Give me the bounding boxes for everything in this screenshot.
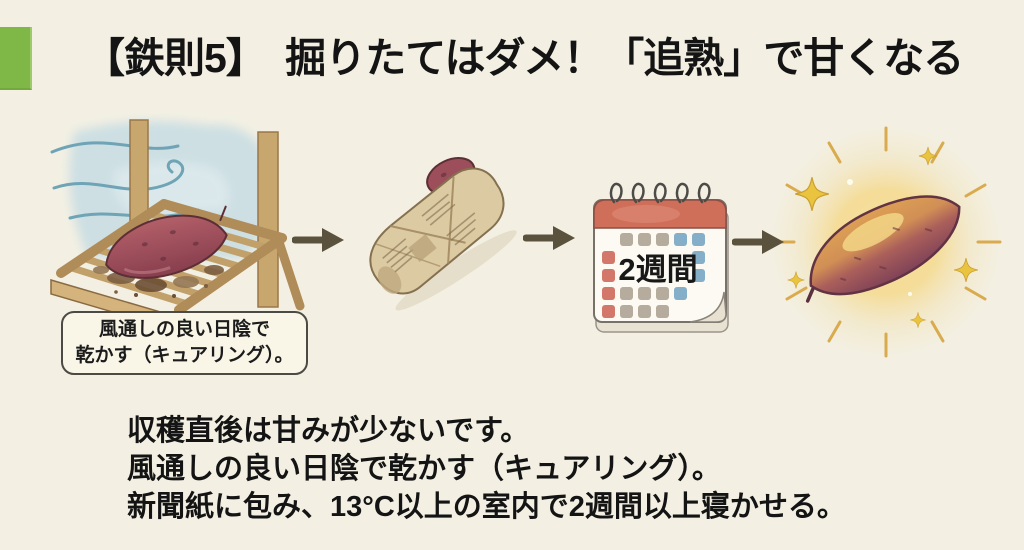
spiral-rings — [609, 182, 711, 204]
body-line-1: 収穫直後は甘みが少ないです。 — [127, 415, 530, 447]
window-frame — [129, 119, 279, 308]
green-accent-block — [0, 27, 32, 90]
ripened-sweet-potato-icon — [805, 195, 961, 303]
calendar-day-squares — [602, 233, 705, 318]
arrow-right-icon — [523, 226, 575, 250]
calendar-icon: 2週間 — [593, 182, 729, 333]
body-text-block: 収穫直後は甘みが少ないです。 風通しの良い日陰で乾かす（キュアリング）。 新聞紙… — [127, 412, 846, 526]
drying-rack-illustration — [50, 119, 305, 328]
glowing-potato-illustration — [770, 126, 1002, 358]
newspaper-bundle — [369, 167, 505, 295]
curing-caption-box: 風通しの良い日陰で 乾かす（キュアリング）。 — [61, 311, 308, 375]
page-title: 【鉄則5】 掘りたてはダメ！「追熟」で甘くなる — [84, 35, 964, 81]
caption-line-2: 乾かす（キュアリング）。 — [75, 345, 294, 366]
sparkle-icons — [787, 146, 978, 328]
body-line-3: 新聞紙に包み、13°C以上の室内で2週間以上寝かせる。 — [127, 491, 846, 523]
arrow-right-icon — [732, 230, 784, 254]
bundle-shadow — [395, 230, 517, 311]
caption-line-1: 風通しの良い日陰で — [98, 319, 270, 340]
arrow-right-icon — [292, 228, 344, 252]
page-curl — [689, 291, 727, 323]
sweet-potato-icon — [105, 205, 228, 279]
dirt-clumps — [93, 265, 224, 298]
calendar-label: 2週間 — [618, 252, 697, 287]
newspaper-wrap-illustration — [369, 157, 517, 311]
glow-rays — [770, 126, 1002, 358]
calendar-illustration: 2週間 — [593, 182, 729, 333]
body-line-2: 風通しの良い日陰で乾かす（キュアリング）。 — [127, 453, 721, 485]
